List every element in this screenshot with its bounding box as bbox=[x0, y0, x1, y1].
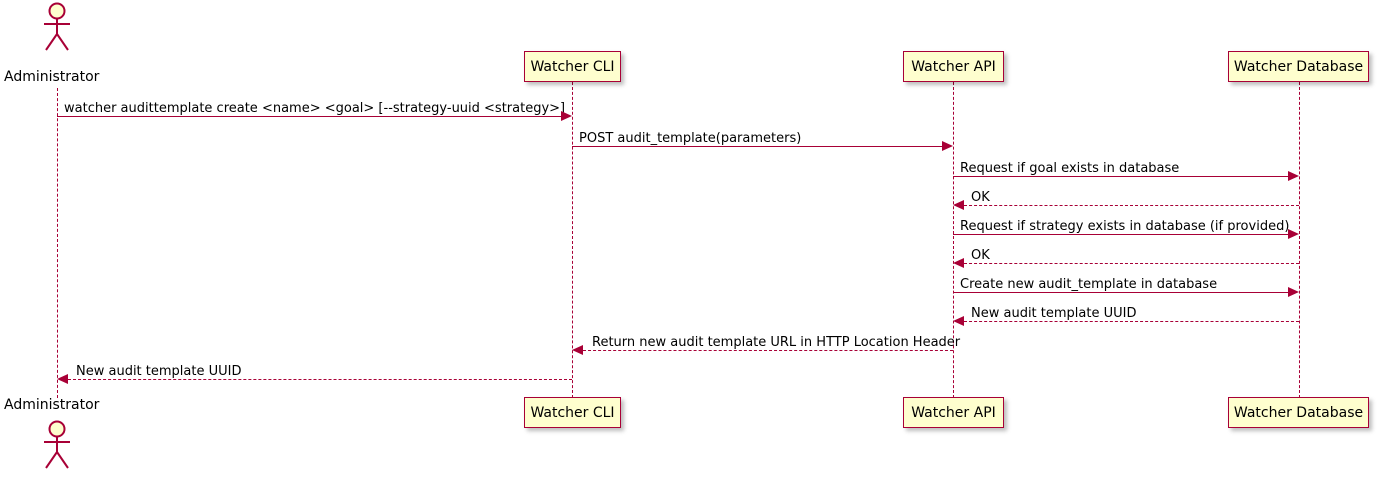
participant-label-watcher-cli-top: Watcher CLI bbox=[530, 58, 615, 75]
message-arrowhead-8 bbox=[953, 316, 964, 326]
actor-administrator-bottom bbox=[44, 420, 70, 469]
participant-box-watcher-cli-top[interactable]: Watcher CLI bbox=[524, 51, 621, 82]
message-arrowhead-4 bbox=[953, 200, 964, 210]
message-arrowhead-9 bbox=[572, 345, 583, 355]
message-label-3: Request if goal exists in database bbox=[960, 161, 1180, 176]
lifeline-administrator bbox=[57, 88, 58, 398]
lifeline-watcher-cli bbox=[572, 82, 573, 398]
message-line-5 bbox=[953, 234, 1288, 235]
message-arrowhead-3 bbox=[1288, 171, 1299, 181]
participant-box-watcher-cli-bottom[interactable]: Watcher CLI bbox=[524, 397, 621, 428]
message-label-4: OK bbox=[971, 190, 990, 205]
message-line-4 bbox=[964, 205, 1299, 206]
lifeline-watcher-db bbox=[1299, 82, 1300, 398]
message-arrowhead-2 bbox=[942, 141, 953, 151]
message-label-7: Create new audit_template in database bbox=[960, 277, 1218, 292]
participant-box-watcher-api-top[interactable]: Watcher API bbox=[903, 51, 1004, 82]
message-label-9: Return new audit template URL in HTTP Lo… bbox=[592, 335, 961, 350]
participant-label-watcher-db-top: Watcher Database bbox=[1233, 58, 1364, 75]
message-label-8: New audit template UUID bbox=[971, 306, 1137, 321]
message-arrowhead-1 bbox=[561, 111, 572, 121]
message-line-1 bbox=[57, 116, 561, 117]
message-label-10: New audit template UUID bbox=[76, 364, 242, 379]
actor-label-administrator-bottom: Administrator bbox=[4, 397, 100, 413]
message-label-6: OK bbox=[971, 248, 990, 263]
participant-box-watcher-db-bottom[interactable]: Watcher Database bbox=[1228, 397, 1369, 428]
message-line-3 bbox=[953, 176, 1288, 177]
message-arrowhead-7 bbox=[1288, 287, 1299, 297]
message-line-2 bbox=[572, 146, 942, 147]
message-line-7 bbox=[953, 292, 1288, 293]
message-line-10 bbox=[68, 379, 572, 380]
lifeline-watcher-api bbox=[953, 82, 954, 398]
message-arrowhead-5 bbox=[1288, 229, 1299, 239]
message-line-6 bbox=[964, 263, 1299, 264]
participant-box-watcher-api-bottom[interactable]: Watcher API bbox=[903, 397, 1004, 428]
message-line-8 bbox=[964, 321, 1299, 322]
message-arrowhead-10 bbox=[57, 374, 68, 384]
participant-label-watcher-cli-bottom: Watcher CLI bbox=[530, 404, 615, 421]
participant-label-watcher-api-top: Watcher API bbox=[911, 58, 996, 75]
message-arrowhead-6 bbox=[953, 258, 964, 268]
actor-label-administrator-top: Administrator bbox=[4, 69, 100, 85]
participant-label-watcher-api-bottom: Watcher API bbox=[911, 404, 996, 421]
message-label-5: Request if strategy exists in database (… bbox=[960, 219, 1290, 234]
message-label-2: POST audit_template(parameters) bbox=[579, 131, 802, 146]
message-line-9 bbox=[583, 350, 953, 351]
participant-label-watcher-db-bottom: Watcher Database bbox=[1233, 404, 1364, 421]
participant-box-watcher-db-top[interactable]: Watcher Database bbox=[1228, 51, 1369, 82]
message-label-1: watcher audittemplate create <name> <goa… bbox=[64, 101, 566, 116]
actor-administrator-top bbox=[44, 2, 70, 51]
